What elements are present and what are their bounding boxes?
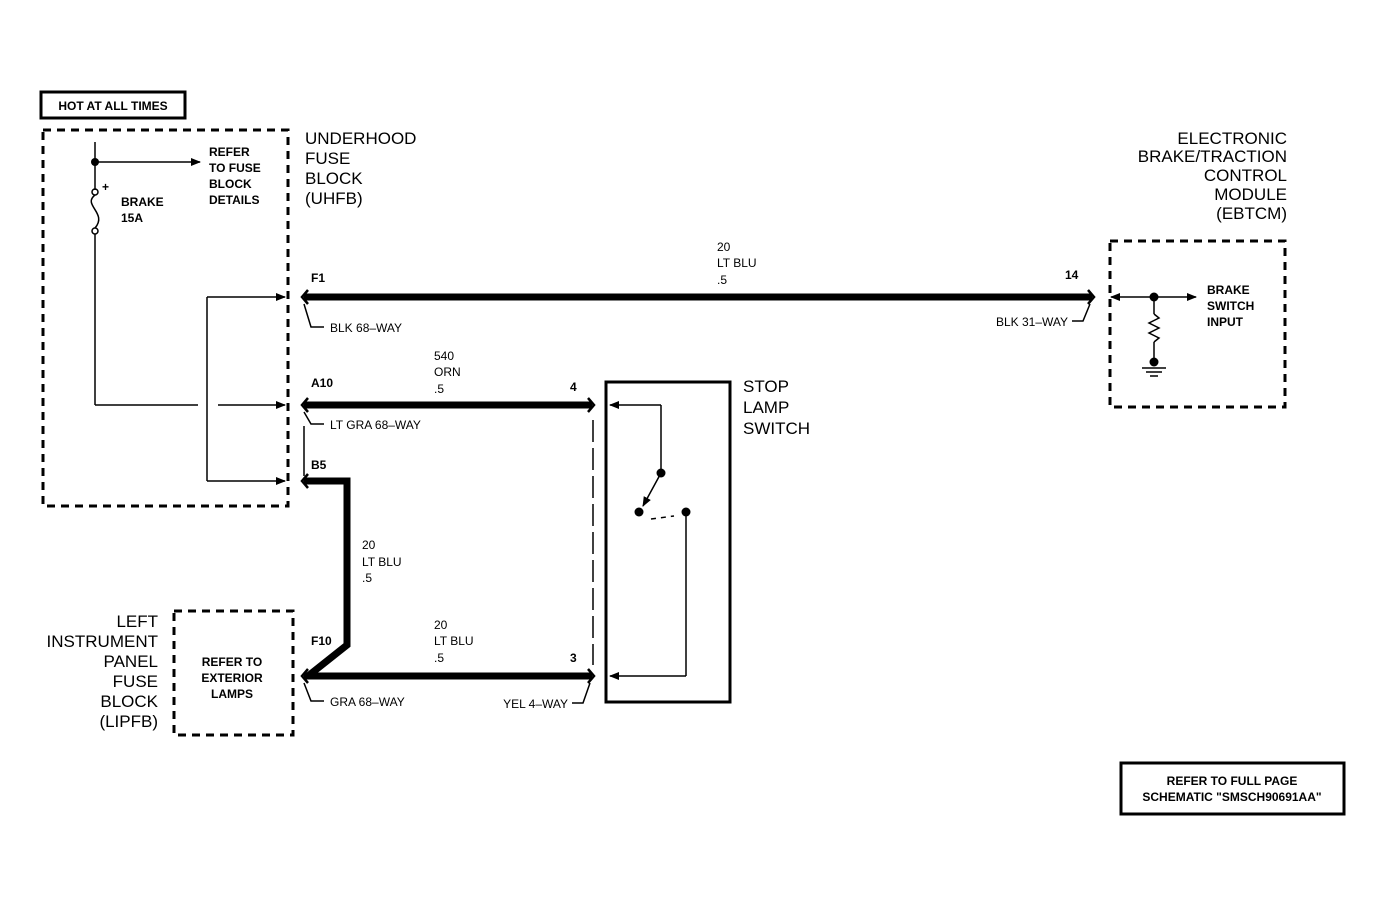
- lipfb-refer-text: REFER TO EXTERIOR LAMPS: [201, 655, 263, 701]
- brake-switch-input-label: BRAKE SWITCH INPUT: [1207, 283, 1254, 329]
- lipfb-box: [172, 609, 295, 737]
- svg-text:SWITCH: SWITCH: [1207, 299, 1254, 313]
- pin-14: 14: [1065, 268, 1079, 282]
- svg-text:(EBTCM): (EBTCM): [1216, 204, 1287, 223]
- svg-text:TO FUSE: TO FUSE: [209, 161, 261, 175]
- svg-text:FUSE: FUSE: [113, 672, 158, 691]
- svg-text:HOT AT ALL TIMES: HOT AT ALL TIMES: [58, 99, 167, 113]
- fuse-plus-sign: +: [102, 180, 109, 194]
- svg-text:20: 20: [434, 618, 448, 632]
- svg-text:20: 20: [717, 240, 731, 254]
- svg-text:LEFT: LEFT: [116, 612, 158, 631]
- svg-text:BLOCK: BLOCK: [100, 692, 158, 711]
- connector-blk-31-way: BLK 31–WAY: [996, 315, 1068, 329]
- svg-text:LT BLU: LT BLU: [434, 634, 474, 648]
- svg-text:INSTRUMENT: INSTRUMENT: [47, 632, 158, 651]
- svg-text:REFER TO: REFER TO: [202, 655, 262, 669]
- svg-text:(LIPFB): (LIPFB): [99, 712, 158, 731]
- svg-text:EXTERIOR: EXTERIOR: [201, 671, 263, 685]
- full-page-schematic-reference: REFER TO FULL PAGE SCHEMATIC "SMSCH90691…: [1119, 761, 1346, 816]
- svg-text:ORN: ORN: [434, 365, 461, 379]
- svg-text:SWITCH: SWITCH: [743, 419, 810, 438]
- svg-text:540: 540: [434, 349, 454, 363]
- pin-b5: B5: [311, 458, 327, 472]
- svg-text:15A: 15A: [121, 211, 143, 225]
- uhfb-connector-chevrons: [300, 289, 1096, 684]
- stop-lamp-switch-title: STOP LAMP SWITCH: [743, 377, 810, 438]
- svg-text:BRAKE: BRAKE: [1207, 283, 1250, 297]
- svg-text:FUSE: FUSE: [305, 149, 350, 168]
- connector-leaders: [303, 303, 1091, 704]
- svg-text:PANEL: PANEL: [104, 652, 159, 671]
- svg-text:LT BLU: LT BLU: [362, 555, 402, 569]
- svg-text:.5: .5: [717, 273, 727, 287]
- svg-text:.5: .5: [362, 571, 372, 585]
- uhfb-internal-wiring: [90, 142, 286, 485]
- pin-a10: A10: [311, 376, 333, 390]
- svg-text:SCHEMATIC "SMSCH90691AA": SCHEMATIC "SMSCH90691AA": [1142, 790, 1321, 804]
- svg-text:UNDERHOOD: UNDERHOOD: [305, 129, 416, 148]
- brake-fuse-label: BRAKE 15A: [121, 195, 164, 225]
- svg-text:LAMPS: LAMPS: [211, 687, 253, 701]
- uhfb-title: UNDERHOOD FUSE BLOCK (UHFB): [305, 129, 416, 208]
- svg-text:REFER TO FULL PAGE: REFER TO FULL PAGE: [1167, 774, 1298, 788]
- uhfb-box: [41, 128, 290, 508]
- lipfb-title: LEFT INSTRUMENT PANEL FUSE BLOCK (LIPFB): [47, 612, 159, 731]
- stop-lamp-switch-box: [604, 380, 732, 704]
- wire-label-orn: 540 ORN .5: [434, 349, 461, 396]
- connector-lt-gra-68-way: LT GRA 68–WAY: [330, 418, 421, 432]
- svg-text:BRAKE/TRACTION: BRAKE/TRACTION: [1138, 147, 1287, 166]
- wire-label-top: 20 LT BLU .5: [717, 240, 757, 287]
- switch-contact-symbol: [609, 401, 691, 680]
- svg-text:MODULE: MODULE: [1214, 185, 1287, 204]
- connector-yel-4-way: YEL 4–WAY: [503, 697, 568, 711]
- svg-text:BRAKE: BRAKE: [121, 195, 164, 209]
- svg-text:BLOCK: BLOCK: [305, 169, 363, 188]
- svg-text:ELECTRONIC: ELECTRONIC: [1177, 129, 1287, 148]
- svg-text:20: 20: [362, 538, 376, 552]
- hot-at-all-times-label: HOT AT ALL TIMES: [39, 90, 187, 120]
- ebtcm-box: [1108, 239, 1287, 409]
- svg-text:(UHFB): (UHFB): [305, 189, 363, 208]
- connector-blk-68-way: BLK 68–WAY: [330, 321, 402, 335]
- pin-3: 3: [570, 651, 577, 665]
- pin-f1: F1: [311, 271, 325, 285]
- wire-b5-to-f10: [304, 477, 351, 679]
- svg-text:STOP: STOP: [743, 377, 789, 396]
- svg-text:.5: .5: [434, 651, 444, 665]
- pin-f10: F10: [311, 634, 332, 648]
- pin-4: 4: [570, 380, 577, 394]
- svg-text:REFER: REFER: [209, 145, 250, 159]
- svg-text:CONTROL: CONTROL: [1204, 166, 1287, 185]
- svg-text:INPUT: INPUT: [1207, 315, 1244, 329]
- wire-label-bottom: 20 LT BLU .5: [434, 618, 474, 665]
- wire-label-vertical: 20 LT BLU .5: [362, 538, 402, 585]
- svg-text:BLOCK: BLOCK: [209, 177, 252, 191]
- svg-text:.5: .5: [434, 382, 444, 396]
- svg-text:LAMP: LAMP: [743, 398, 789, 417]
- ebtcm-title: ELECTRONIC BRAKE/TRACTION CONTROL MODULE…: [1138, 129, 1287, 223]
- connector-gra-68-way: GRA 68–WAY: [330, 695, 405, 709]
- ebtcm-internal-circuit: [1110, 292, 1197, 377]
- uhfb-refer-text: REFER TO FUSE BLOCK DETAILS: [209, 145, 261, 207]
- svg-text:DETAILS: DETAILS: [209, 193, 259, 207]
- svg-text:LT BLU: LT BLU: [717, 256, 757, 270]
